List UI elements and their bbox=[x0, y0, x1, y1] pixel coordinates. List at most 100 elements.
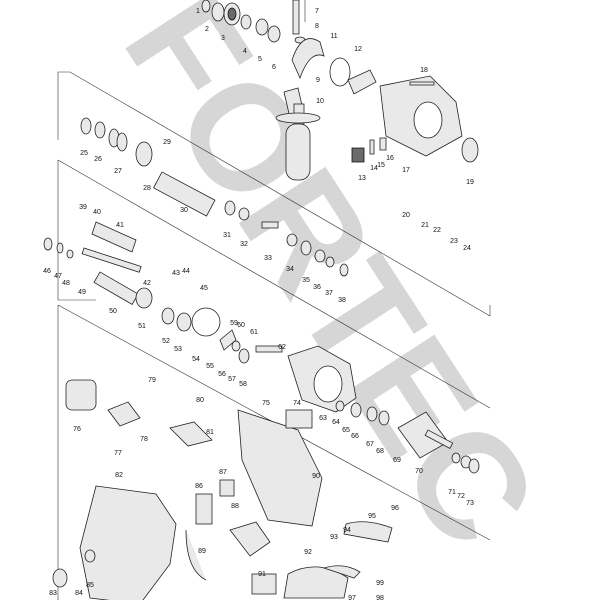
part-number-label: 66 bbox=[351, 433, 359, 440]
part-number-label: 63 bbox=[319, 415, 327, 422]
part-number-label: 94 bbox=[343, 527, 351, 534]
part-number-label: 1 bbox=[196, 8, 200, 15]
part-number-label: 81 bbox=[206, 429, 214, 436]
part-number-label: 71 bbox=[448, 489, 456, 496]
part-number-label: 73 bbox=[466, 500, 474, 507]
part-number-label: 61 bbox=[250, 329, 258, 336]
spindle-row-parts bbox=[80, 117, 349, 277]
part-number-label: 79 bbox=[148, 377, 156, 384]
part-number-label: 24 bbox=[463, 245, 471, 252]
part-number-label: 98 bbox=[376, 595, 384, 600]
part-number-label: 34 bbox=[286, 266, 294, 273]
part-number-label: 70 bbox=[415, 468, 423, 475]
part-number-label: 96 bbox=[391, 505, 399, 512]
part-number-label: 85 bbox=[86, 582, 94, 589]
part-number-label: 58 bbox=[239, 381, 247, 388]
part-number-label: 51 bbox=[138, 323, 146, 330]
part-number-label: 4 bbox=[243, 48, 247, 55]
part-number-label: 6 bbox=[272, 64, 276, 71]
part-number-label: 74 bbox=[293, 400, 301, 407]
part-number-label: 59 bbox=[230, 320, 238, 327]
part-number-label: 65 bbox=[342, 427, 350, 434]
part-number-label: 16 bbox=[386, 155, 394, 162]
part-number-label: 67 bbox=[366, 441, 374, 448]
part-number-label: 52 bbox=[162, 338, 170, 345]
part-number-label: 21 bbox=[421, 222, 429, 229]
part-number-label: 20 bbox=[402, 212, 410, 219]
part-number-label: 33 bbox=[264, 255, 272, 262]
part-number-label: 40 bbox=[93, 209, 101, 216]
part-number-label: 56 bbox=[218, 371, 226, 378]
part-number-label: 3 bbox=[221, 35, 225, 42]
part-number-label: 64 bbox=[332, 419, 340, 426]
part-number-label: 76 bbox=[73, 426, 81, 433]
part-number-label: 26 bbox=[94, 156, 102, 163]
part-number-label: 2 bbox=[205, 26, 209, 33]
part-number-label: 95 bbox=[368, 513, 376, 520]
part-number-label: 38 bbox=[338, 297, 346, 304]
part-number-label: 82 bbox=[115, 472, 123, 479]
side-handle-part bbox=[275, 103, 321, 181]
part-number-label: 42 bbox=[143, 280, 151, 287]
part-number-label: 80 bbox=[196, 397, 204, 404]
part-number-label: 43 bbox=[172, 270, 180, 277]
part-number-label: 11 bbox=[330, 33, 337, 40]
part-number-label: 87 bbox=[219, 469, 227, 476]
part-number-label: 19 bbox=[466, 179, 474, 186]
part-number-label: 89 bbox=[198, 548, 206, 555]
part-number-label: 8 bbox=[315, 23, 319, 30]
part-number-label: 13 bbox=[358, 175, 366, 182]
part-number-label: 14 bbox=[370, 165, 378, 172]
part-number-label: 57 bbox=[228, 376, 236, 383]
armature-row-parts bbox=[335, 400, 480, 474]
part-number-label: 78 bbox=[140, 436, 148, 443]
part-number-label: 32 bbox=[240, 241, 248, 248]
part-number-label: 92 bbox=[304, 549, 312, 556]
part-number-label: 53 bbox=[174, 346, 182, 353]
part-number-label: 37 bbox=[325, 290, 333, 297]
part-number-label: 60 bbox=[237, 322, 245, 329]
part-number-label: 86 bbox=[195, 483, 203, 490]
part-number-label: 97 bbox=[348, 595, 356, 600]
part-number-label: 54 bbox=[192, 356, 200, 363]
part-number-label: 49 bbox=[78, 289, 86, 296]
part-number-label: 72 bbox=[457, 493, 465, 500]
part-number-label: 62 bbox=[278, 344, 286, 351]
intermediate-shaft-parts bbox=[43, 221, 221, 337]
part-number-label: 22 bbox=[433, 227, 441, 234]
part-number-label: 46 bbox=[43, 268, 51, 275]
part-number-label: 30 bbox=[180, 207, 188, 214]
part-number-label: 90 bbox=[312, 473, 320, 480]
part-number-label: 29 bbox=[163, 139, 171, 146]
part-number-label: 10 bbox=[316, 98, 324, 105]
part-number-label: 5 bbox=[258, 56, 262, 63]
part-number-label: 47 bbox=[54, 273, 62, 280]
part-number-label: 27 bbox=[114, 168, 122, 175]
part-number-label: 28 bbox=[143, 185, 151, 192]
part-number-label: 69 bbox=[393, 457, 401, 464]
part-number-label: 99 bbox=[376, 580, 384, 587]
part-number-label: 18 bbox=[420, 67, 428, 74]
part-number-label: 31 bbox=[223, 232, 231, 239]
part-number-label: 75 bbox=[262, 400, 270, 407]
part-number-label: 93 bbox=[330, 534, 338, 541]
part-number-label: 17 bbox=[402, 167, 410, 174]
part-number-label: 36 bbox=[313, 284, 321, 291]
part-number-label: 48 bbox=[62, 280, 70, 287]
part-number-label: 9 bbox=[316, 77, 320, 84]
part-number-label: 7 bbox=[315, 8, 319, 15]
part-number-label: 91 bbox=[258, 571, 266, 578]
part-number-label: 12 bbox=[354, 46, 362, 53]
part-number-label: 25 bbox=[80, 150, 88, 157]
part-number-label: 83 bbox=[49, 590, 57, 597]
part-number-label: 77 bbox=[114, 450, 122, 457]
part-number-label: 35 bbox=[302, 277, 310, 284]
top-assembly-parts bbox=[201, 0, 479, 163]
part-number-label: 50 bbox=[109, 308, 117, 315]
watermark-text: FORTEC bbox=[93, 0, 570, 575]
part-number-label: 68 bbox=[376, 448, 384, 455]
part-number-label: 39 bbox=[79, 204, 87, 211]
